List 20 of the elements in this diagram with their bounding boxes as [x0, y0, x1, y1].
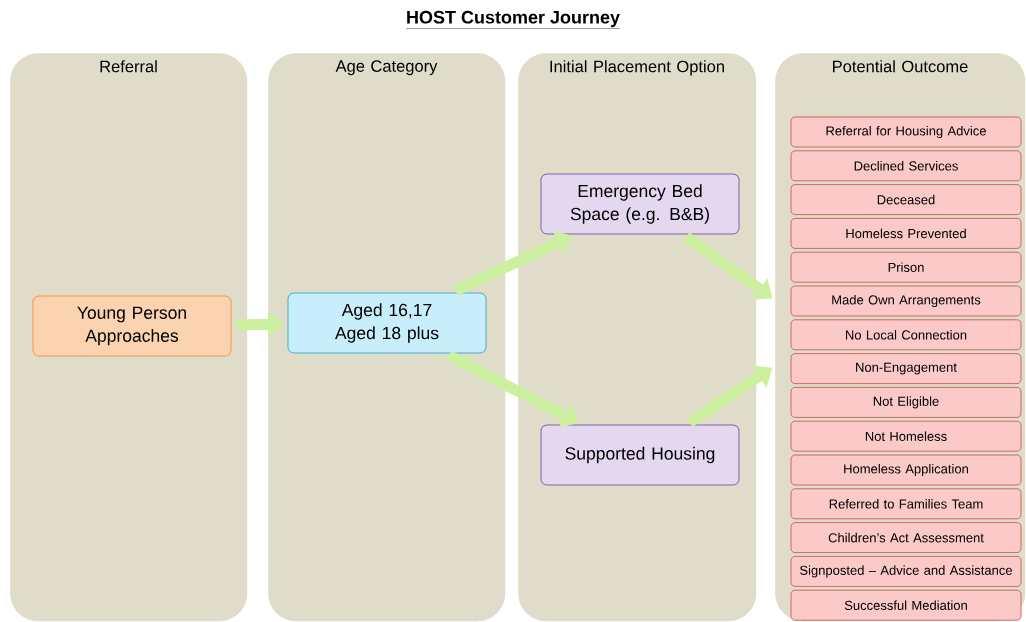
outcome-box: Signposted – Advice and Assistance — [790, 556, 1022, 587]
process-box: Aged 16,17 Aged 18 plus — [287, 292, 487, 354]
outcome-box: Prison — [790, 251, 1022, 283]
outcome-box: Declined Services — [790, 150, 1022, 182]
outcome-box: Children’s Act Assessment — [790, 522, 1022, 553]
process-box: Supported Housing — [540, 424, 740, 486]
outcome-box: Non-Engagement — [790, 353, 1022, 384]
outcome-box: No Local Connection — [790, 319, 1022, 351]
outcome-box: Successful Mediation — [790, 589, 1022, 621]
process-box: Emergency Bed Space (e.g. B&B) — [540, 173, 740, 235]
outcome-box: Not Eligible — [790, 387, 1022, 418]
title: HOST Customer Journey — [405, 10, 621, 29]
outcome-box: Referral for Housing Advice — [790, 116, 1022, 148]
outcome-box: Made Own Arrangements — [790, 285, 1022, 317]
outcome-box: Referred to Families Team — [790, 488, 1022, 520]
outcome-box: Deceased — [790, 184, 1022, 215]
outcome-box: Not Homeless — [790, 420, 1022, 452]
process-box: Young Person Approaches — [32, 295, 232, 357]
outcome-box: Homeless Application — [790, 454, 1022, 486]
outcome-box: Homeless Prevented — [790, 218, 1022, 249]
